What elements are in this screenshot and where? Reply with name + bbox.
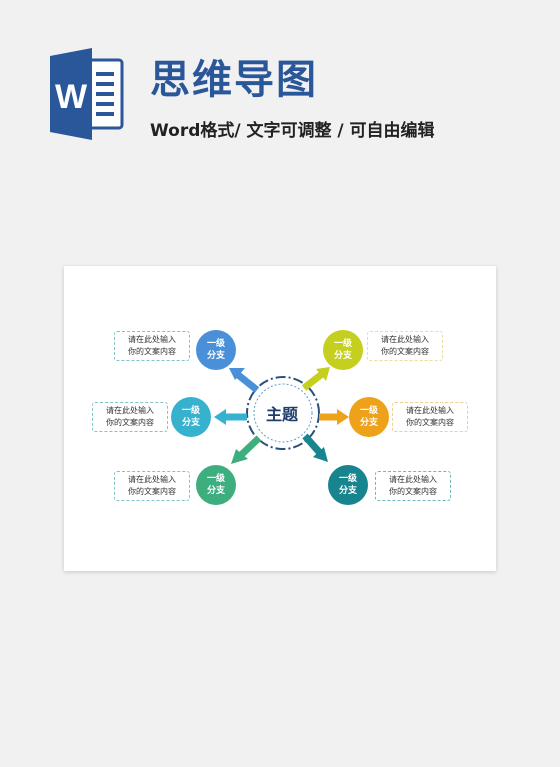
center-outer-ring bbox=[246, 376, 320, 450]
arrow-mid-left bbox=[214, 409, 247, 425]
text-box-line1: 请在此处输入 bbox=[128, 335, 176, 344]
page-subtitle: Word格式/ 文字可调整 / 可自由编辑 bbox=[150, 121, 435, 141]
arrow-top-right bbox=[301, 367, 330, 391]
branch-node-top-right: 一级 分支 bbox=[323, 330, 363, 370]
text-box-line1: 请在此处输入 bbox=[389, 475, 437, 484]
text-box-top-left[interactable]: 请在此处输入 你的文案内容 bbox=[114, 331, 190, 361]
branch-node-line1: 一级 bbox=[206, 474, 225, 484]
text-box-line2: 你的文案内容 bbox=[381, 347, 429, 356]
text-box-mid-left[interactable]: 请在此处输入 你的文案内容 bbox=[92, 402, 168, 432]
arrow-bottom-right bbox=[302, 433, 328, 462]
branch-node-line1: 一级 bbox=[333, 339, 352, 349]
branch-node-line1: 一级 bbox=[206, 339, 225, 349]
text-box-bottom-left[interactable]: 请在此处输入 你的文案内容 bbox=[114, 471, 190, 501]
branch-node-line2: 分支 bbox=[359, 418, 378, 428]
text-box-line2: 你的文案内容 bbox=[128, 347, 176, 356]
center-topic: 主题 bbox=[265, 405, 298, 424]
text-box-line2: 你的文案内容 bbox=[389, 487, 437, 496]
branch-node-line1: 一级 bbox=[338, 474, 357, 484]
text-box-line1: 请在此处输入 bbox=[406, 406, 454, 415]
word-logo-letter: W bbox=[55, 78, 88, 116]
branch-node-line2: 分支 bbox=[338, 486, 357, 496]
branch-node-line1: 一级 bbox=[359, 406, 378, 416]
arrow-bottom-left bbox=[231, 435, 262, 464]
branch-node-line1: 一级 bbox=[181, 406, 200, 416]
text-box-line2: 你的文案内容 bbox=[406, 418, 454, 427]
text-box-top-right[interactable]: 请在此处输入 你的文案内容 bbox=[367, 331, 443, 361]
text-box-mid-right[interactable]: 请在此处输入 你的文案内容 bbox=[392, 402, 468, 432]
branch-node-line2: 分支 bbox=[206, 486, 225, 496]
arrow-top-left bbox=[229, 368, 260, 393]
page-title: 思维导图 bbox=[150, 57, 318, 103]
branch-node-line2: 分支 bbox=[333, 351, 352, 361]
branch-node-mid-right: 一级 分支 bbox=[349, 397, 389, 437]
branch-node-bottom-left: 一级 分支 bbox=[196, 465, 236, 505]
branch-node-bottom-right: 一级 分支 bbox=[328, 465, 368, 505]
mindmap-connectors bbox=[214, 367, 349, 464]
branch-node-line2: 分支 bbox=[206, 351, 225, 361]
branch-node-line2: 分支 bbox=[181, 418, 200, 428]
word-logo-icon: W bbox=[50, 48, 124, 140]
center-inner-ring bbox=[253, 383, 313, 443]
text-box-bottom-right[interactable]: 请在此处输入 你的文案内容 bbox=[375, 471, 451, 501]
text-box-line2: 你的文案内容 bbox=[106, 418, 154, 427]
text-box-line1: 请在此处输入 bbox=[128, 475, 176, 484]
text-box-line2: 你的文案内容 bbox=[128, 487, 176, 496]
branch-node-mid-left: 一级 分支 bbox=[171, 397, 211, 437]
text-box-line1: 请在此处输入 bbox=[381, 335, 429, 344]
text-box-line1: 请在此处输入 bbox=[106, 406, 154, 415]
arrow-mid-right bbox=[319, 409, 349, 425]
branch-node-top-left: 一级 分支 bbox=[196, 330, 236, 370]
